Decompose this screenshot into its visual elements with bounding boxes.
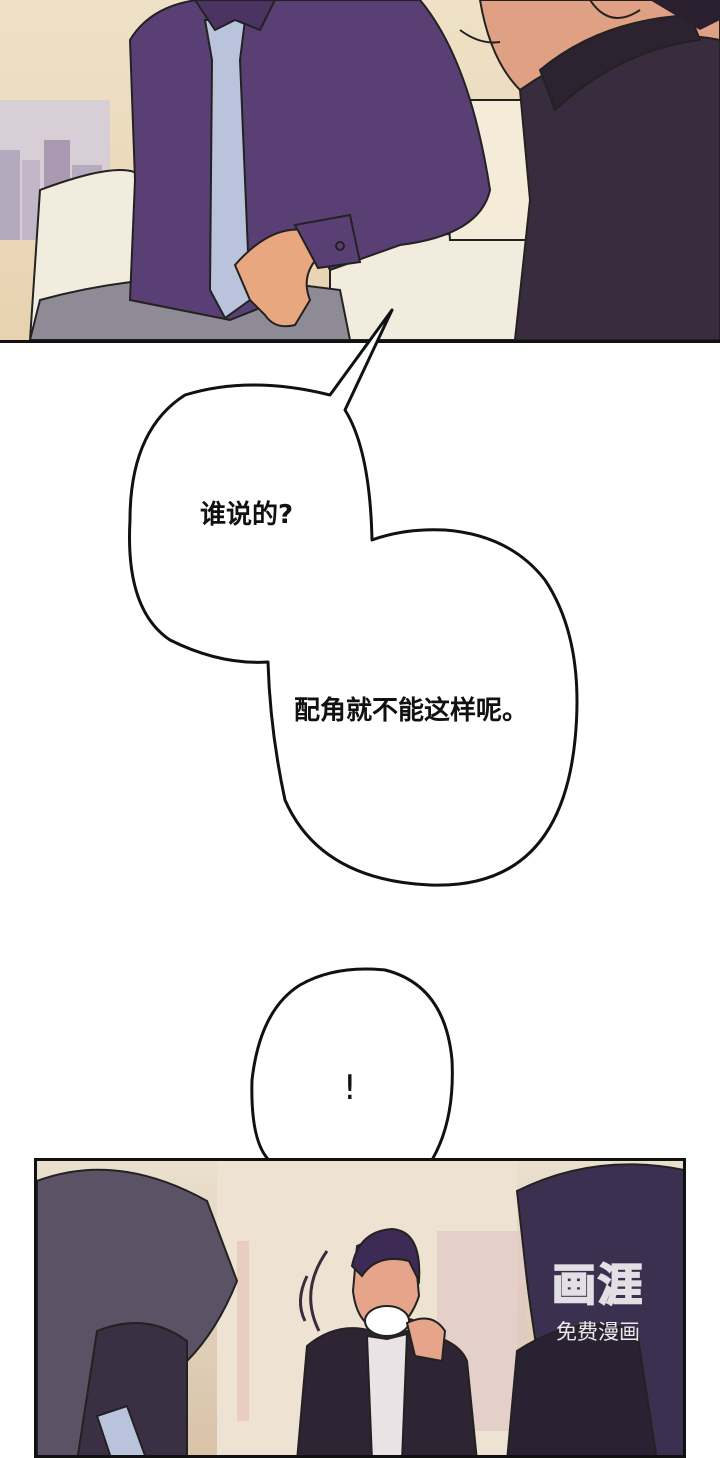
speech-bubble-large xyxy=(128,308,579,887)
left-man xyxy=(37,1168,239,1455)
bottom-panel xyxy=(34,1158,686,1458)
bottom-panel-art xyxy=(37,1161,683,1455)
center-man-hair xyxy=(350,1227,421,1285)
watermark-logo: 画涯 xyxy=(551,1259,644,1312)
motion-line xyxy=(309,1250,329,1332)
top-panel xyxy=(0,0,720,343)
speech-text-exclaim: ! xyxy=(343,1068,357,1108)
watermark: 画涯 免费漫画 xyxy=(528,1258,668,1358)
top-panel-art xyxy=(0,0,720,340)
watermark-subtitle: 免费漫画 xyxy=(556,1320,640,1344)
speech-text-supporting-role: 配角就不能这样呢。 xyxy=(294,696,529,726)
center-man-hand xyxy=(405,1317,447,1363)
teacup xyxy=(364,1305,410,1337)
speech-text-who-said: 谁说的? xyxy=(200,500,294,530)
